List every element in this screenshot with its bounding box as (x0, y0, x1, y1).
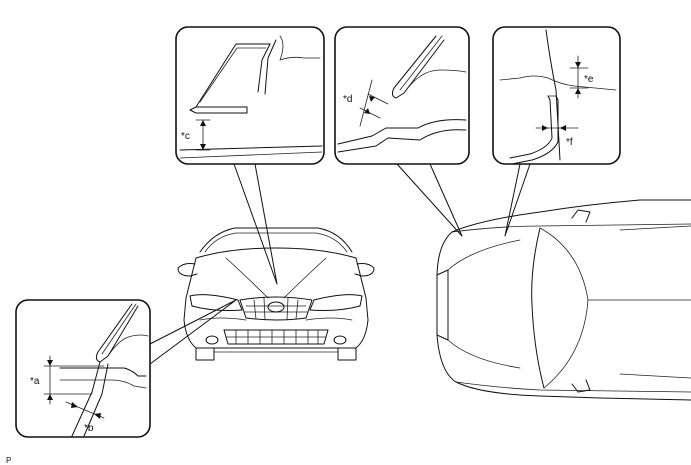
label-b: *b (84, 423, 94, 434)
label-c: *c (181, 131, 190, 142)
car-front-view (177, 227, 375, 361)
label-e: *e (584, 74, 594, 85)
detail-box-ef: *e *f (492, 26, 621, 165)
detail-box-c: *c (175, 26, 325, 165)
figure-code: P (6, 456, 11, 465)
callout-leaders (149, 163, 531, 365)
detail-box-ab: *a *b (15, 299, 151, 438)
car-top-view (436, 199, 691, 401)
detail-box-d: *d (334, 26, 470, 165)
label-f: *f (566, 137, 573, 148)
label-d: *d (343, 94, 352, 105)
label-a: *a (30, 376, 40, 387)
